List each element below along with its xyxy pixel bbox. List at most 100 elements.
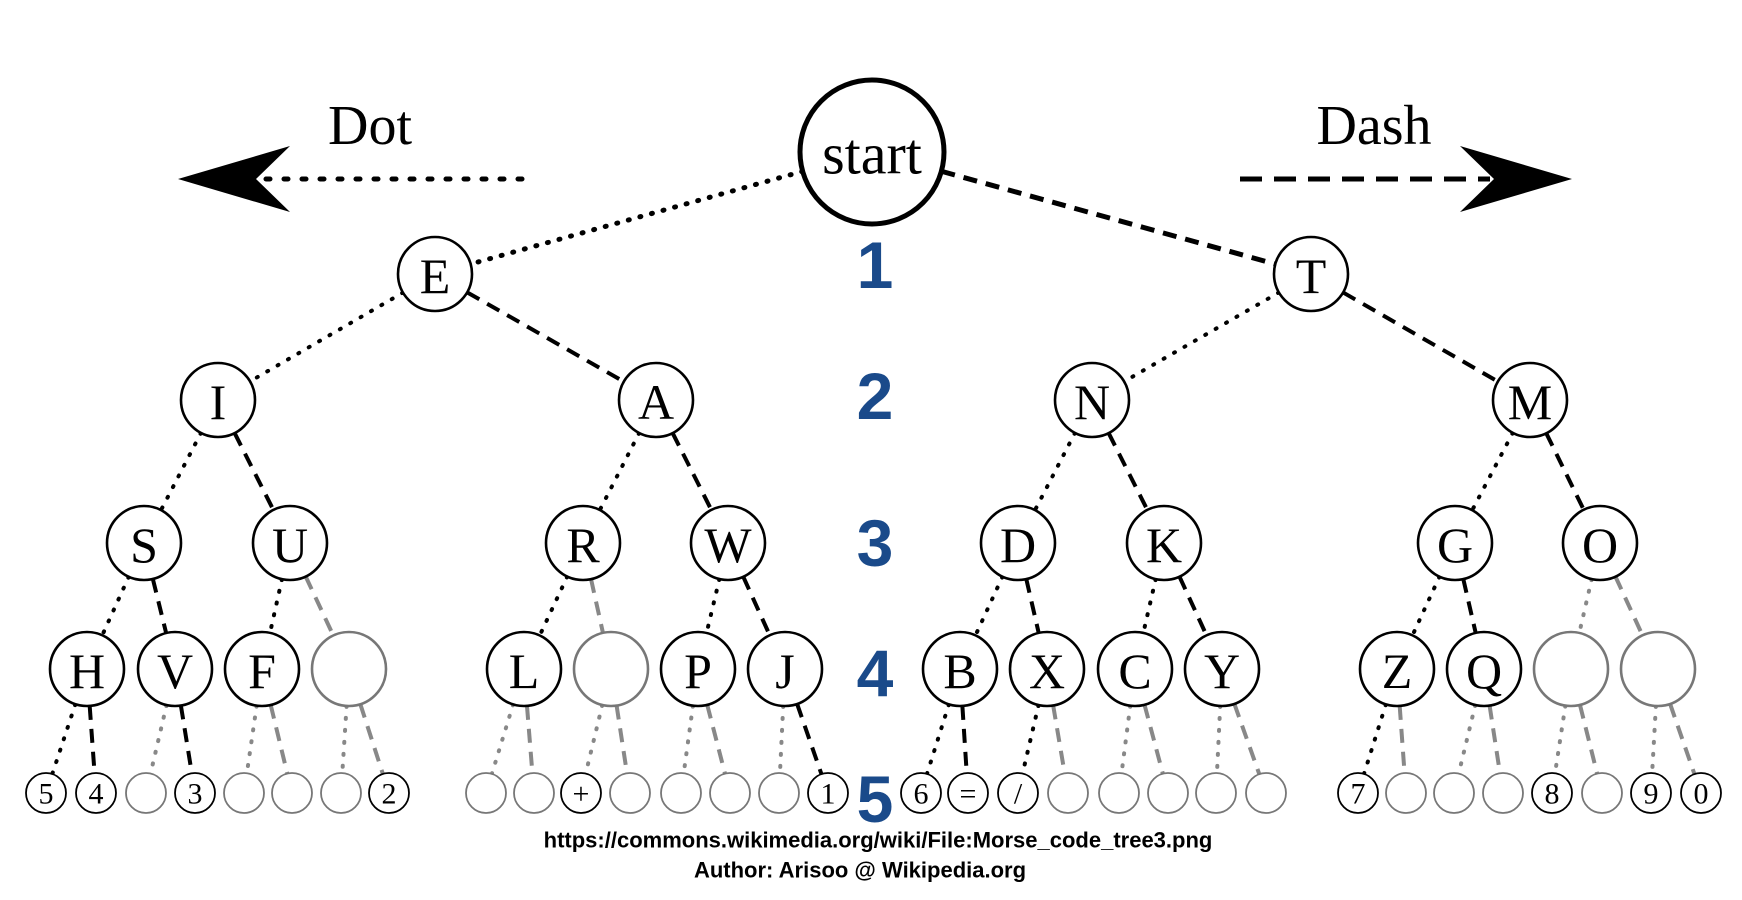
node-circle bbox=[105, 504, 183, 582]
empty-node-circle bbox=[1385, 772, 1427, 814]
dash-edge-13 bbox=[1544, 432, 1586, 511]
node-label: 6 bbox=[914, 778, 929, 811]
empty-node-circle bbox=[320, 772, 362, 814]
node-circle bbox=[689, 504, 767, 582]
node-circle bbox=[921, 630, 999, 708]
node-slash: / bbox=[997, 772, 1039, 814]
empty-node bbox=[1532, 630, 1610, 708]
node-L: L bbox=[485, 630, 563, 708]
dash-edge-43 bbox=[705, 704, 727, 775]
empty-node bbox=[1195, 772, 1237, 814]
dash-edge-1 bbox=[940, 168, 1277, 267]
dash-edge-25 bbox=[1177, 575, 1209, 637]
dot-edge-54 bbox=[1362, 702, 1388, 776]
empty-node-circle bbox=[465, 772, 507, 814]
node-circle bbox=[659, 630, 737, 708]
node-M: M bbox=[1491, 361, 1569, 439]
node-circle bbox=[1272, 235, 1350, 313]
node-circle bbox=[1096, 630, 1174, 708]
empty-node-circle bbox=[758, 772, 800, 814]
node-label: 5 bbox=[39, 778, 54, 811]
node-circle bbox=[947, 772, 989, 814]
empty-node-circle bbox=[1482, 772, 1524, 814]
dot-edge-52 bbox=[1214, 703, 1223, 776]
node-label: T bbox=[1296, 248, 1327, 304]
node-label: 1 bbox=[821, 778, 836, 811]
empty-node-circle bbox=[1619, 630, 1697, 708]
node-circle bbox=[1053, 361, 1131, 439]
empty-node-circle bbox=[1098, 772, 1140, 814]
node-S: S bbox=[105, 504, 183, 582]
dash-edge-17 bbox=[303, 575, 336, 637]
empty-node bbox=[320, 772, 362, 814]
dot-edge-46 bbox=[925, 702, 951, 776]
node-label: F bbox=[248, 643, 276, 699]
dot-edge-8 bbox=[597, 430, 642, 513]
dot-edge-60 bbox=[1650, 703, 1658, 776]
node-label: X bbox=[1029, 643, 1065, 699]
node-equals: = bbox=[947, 772, 989, 814]
empty-node bbox=[609, 772, 651, 814]
empty-node bbox=[1098, 772, 1140, 814]
node-T: T bbox=[1272, 235, 1350, 313]
node-circle bbox=[746, 630, 824, 708]
node-label: 7 bbox=[1351, 778, 1366, 811]
dash-arrow-head-icon bbox=[1460, 146, 1572, 212]
node-4: 4 bbox=[75, 772, 117, 814]
dot-edge-6 bbox=[159, 430, 203, 513]
node-circle bbox=[807, 772, 849, 814]
dot-arrow-head-icon bbox=[178, 146, 290, 212]
dot-edge-20 bbox=[704, 576, 722, 636]
dash-edge-21 bbox=[741, 575, 772, 637]
dot-edge-42 bbox=[681, 703, 695, 776]
node-circle bbox=[797, 77, 947, 227]
node-label: N bbox=[1074, 374, 1110, 430]
node-H: H bbox=[48, 630, 126, 708]
node-circle bbox=[1491, 361, 1569, 439]
node-label: H bbox=[69, 643, 105, 699]
empty-node-circle bbox=[1147, 772, 1189, 814]
empty-node bbox=[572, 630, 650, 708]
node-label: C bbox=[1118, 643, 1151, 699]
node-label: D bbox=[1000, 517, 1036, 573]
empty-node-circle bbox=[310, 630, 388, 708]
node-R: R bbox=[544, 504, 622, 582]
node-circle bbox=[617, 361, 695, 439]
node-label: Q bbox=[1466, 643, 1502, 699]
source-url-text: https://commons.wikimedia.org/wiki/File:… bbox=[544, 828, 1213, 853]
node-label: S bbox=[130, 517, 158, 573]
dot-edge-56 bbox=[1456, 702, 1478, 776]
empty-node-circle bbox=[1047, 772, 1089, 814]
dash-edge-49 bbox=[1051, 705, 1067, 774]
dash-direction-legend: Dash bbox=[1240, 95, 1572, 212]
empty-node bbox=[758, 772, 800, 814]
node-5: 5 bbox=[25, 772, 67, 814]
dot-edge-10 bbox=[1033, 430, 1077, 513]
dash-edge-5 bbox=[1342, 290, 1499, 384]
empty-node-circle bbox=[271, 772, 313, 814]
node-label: 8 bbox=[1545, 778, 1560, 811]
dash-edge-51 bbox=[1142, 704, 1165, 775]
node-circle bbox=[1445, 630, 1523, 708]
empty-node-circle bbox=[660, 772, 702, 814]
node-label: U bbox=[272, 517, 308, 573]
node-A: A bbox=[617, 361, 695, 439]
node-label: 2 bbox=[382, 778, 397, 811]
node-3: 3 bbox=[174, 772, 216, 814]
node-label: E bbox=[420, 248, 451, 304]
level-number-4: 4 bbox=[857, 636, 894, 710]
node-G: G bbox=[1416, 504, 1494, 582]
dash-edge-29 bbox=[1613, 575, 1645, 637]
edges-layer bbox=[50, 168, 1697, 777]
empty-node bbox=[271, 772, 313, 814]
dot-direction-legend: Dot bbox=[178, 95, 525, 212]
dot-edge-30 bbox=[50, 702, 78, 777]
node-label: J bbox=[775, 643, 794, 699]
empty-node-circle bbox=[1245, 772, 1287, 814]
dash-edge-61 bbox=[1668, 703, 1697, 775]
node-label: + bbox=[573, 778, 590, 811]
node-6: 6 bbox=[900, 772, 942, 814]
node-I: I bbox=[179, 361, 257, 439]
dot-edge-2 bbox=[247, 290, 406, 384]
